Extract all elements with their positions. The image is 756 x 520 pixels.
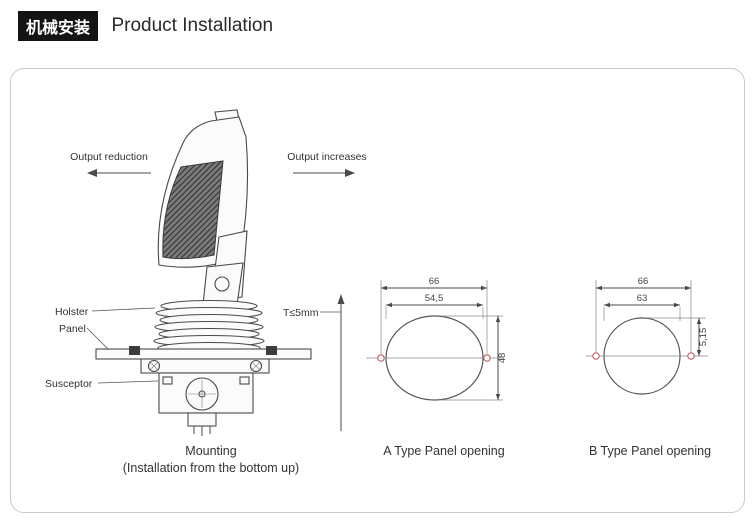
a-type-opening-figure: 66 54,5 48 [361, 269, 531, 419]
mounting-caption: Mounting (Installation from the bottom u… [31, 443, 391, 477]
thickness-label: T≤5mm [283, 307, 319, 319]
output-reduction-arrow: Output reduction [70, 151, 151, 177]
b-left-hole [592, 352, 600, 360]
joystick-body [158, 372, 254, 414]
a-left-hole [377, 354, 385, 362]
page-title: Product Installation [111, 15, 274, 36]
joystick-boot [153, 299, 265, 355]
joystick-mounting-figure: Output reduction Output increases [41, 109, 381, 449]
susceptor-label: Susceptor [45, 378, 93, 390]
a-hole-spacing-dim: 66 [429, 276, 440, 287]
mounting-caption-line1: Mounting [185, 444, 237, 458]
section-badge: 机械安装 [18, 11, 99, 41]
output-increase-arrow: Output increases [287, 151, 367, 177]
b-hole-spacing-dim: 66 [638, 276, 649, 287]
bottom-connector [187, 412, 217, 436]
mounting-flange [140, 358, 270, 374]
joystick-drawing: Output reduction Output increases [45, 109, 367, 436]
a-width-dim: 54,5 [425, 293, 444, 304]
part-labels: Holster Panel Susceptor [45, 306, 159, 390]
panel-thickness-dimension: T≤5mm [283, 294, 345, 431]
a-height-dim: 48 [497, 353, 508, 364]
page-header: 机械安装 Product Installation [18, 11, 273, 41]
a-right-hole [483, 354, 491, 362]
joystick-joint [202, 262, 244, 306]
mounting-caption-line2: (Installation from the bottom up) [122, 461, 300, 475]
b-type-caption: B Type Panel opening [588, 444, 712, 458]
b-type-drawing: 66 63 5,15 [586, 276, 709, 395]
output-increases-label: Output increases [287, 151, 366, 163]
a-type-drawing: 66 54,5 48 [366, 276, 508, 401]
holster-label: Holster [55, 306, 89, 318]
a-type-caption: A Type Panel opening [383, 444, 505, 458]
panel-label: Panel [59, 323, 86, 335]
output-reduction-label: Output reduction [70, 151, 148, 163]
b-diameter-dim: 63 [637, 293, 648, 304]
b-right-hole [687, 352, 695, 360]
b-side-dim: 5,15 [698, 328, 709, 347]
diagram-panel: Output reduction Output increases [10, 68, 745, 513]
b-type-opening-figure: 66 63 5,15 [586, 269, 721, 419]
